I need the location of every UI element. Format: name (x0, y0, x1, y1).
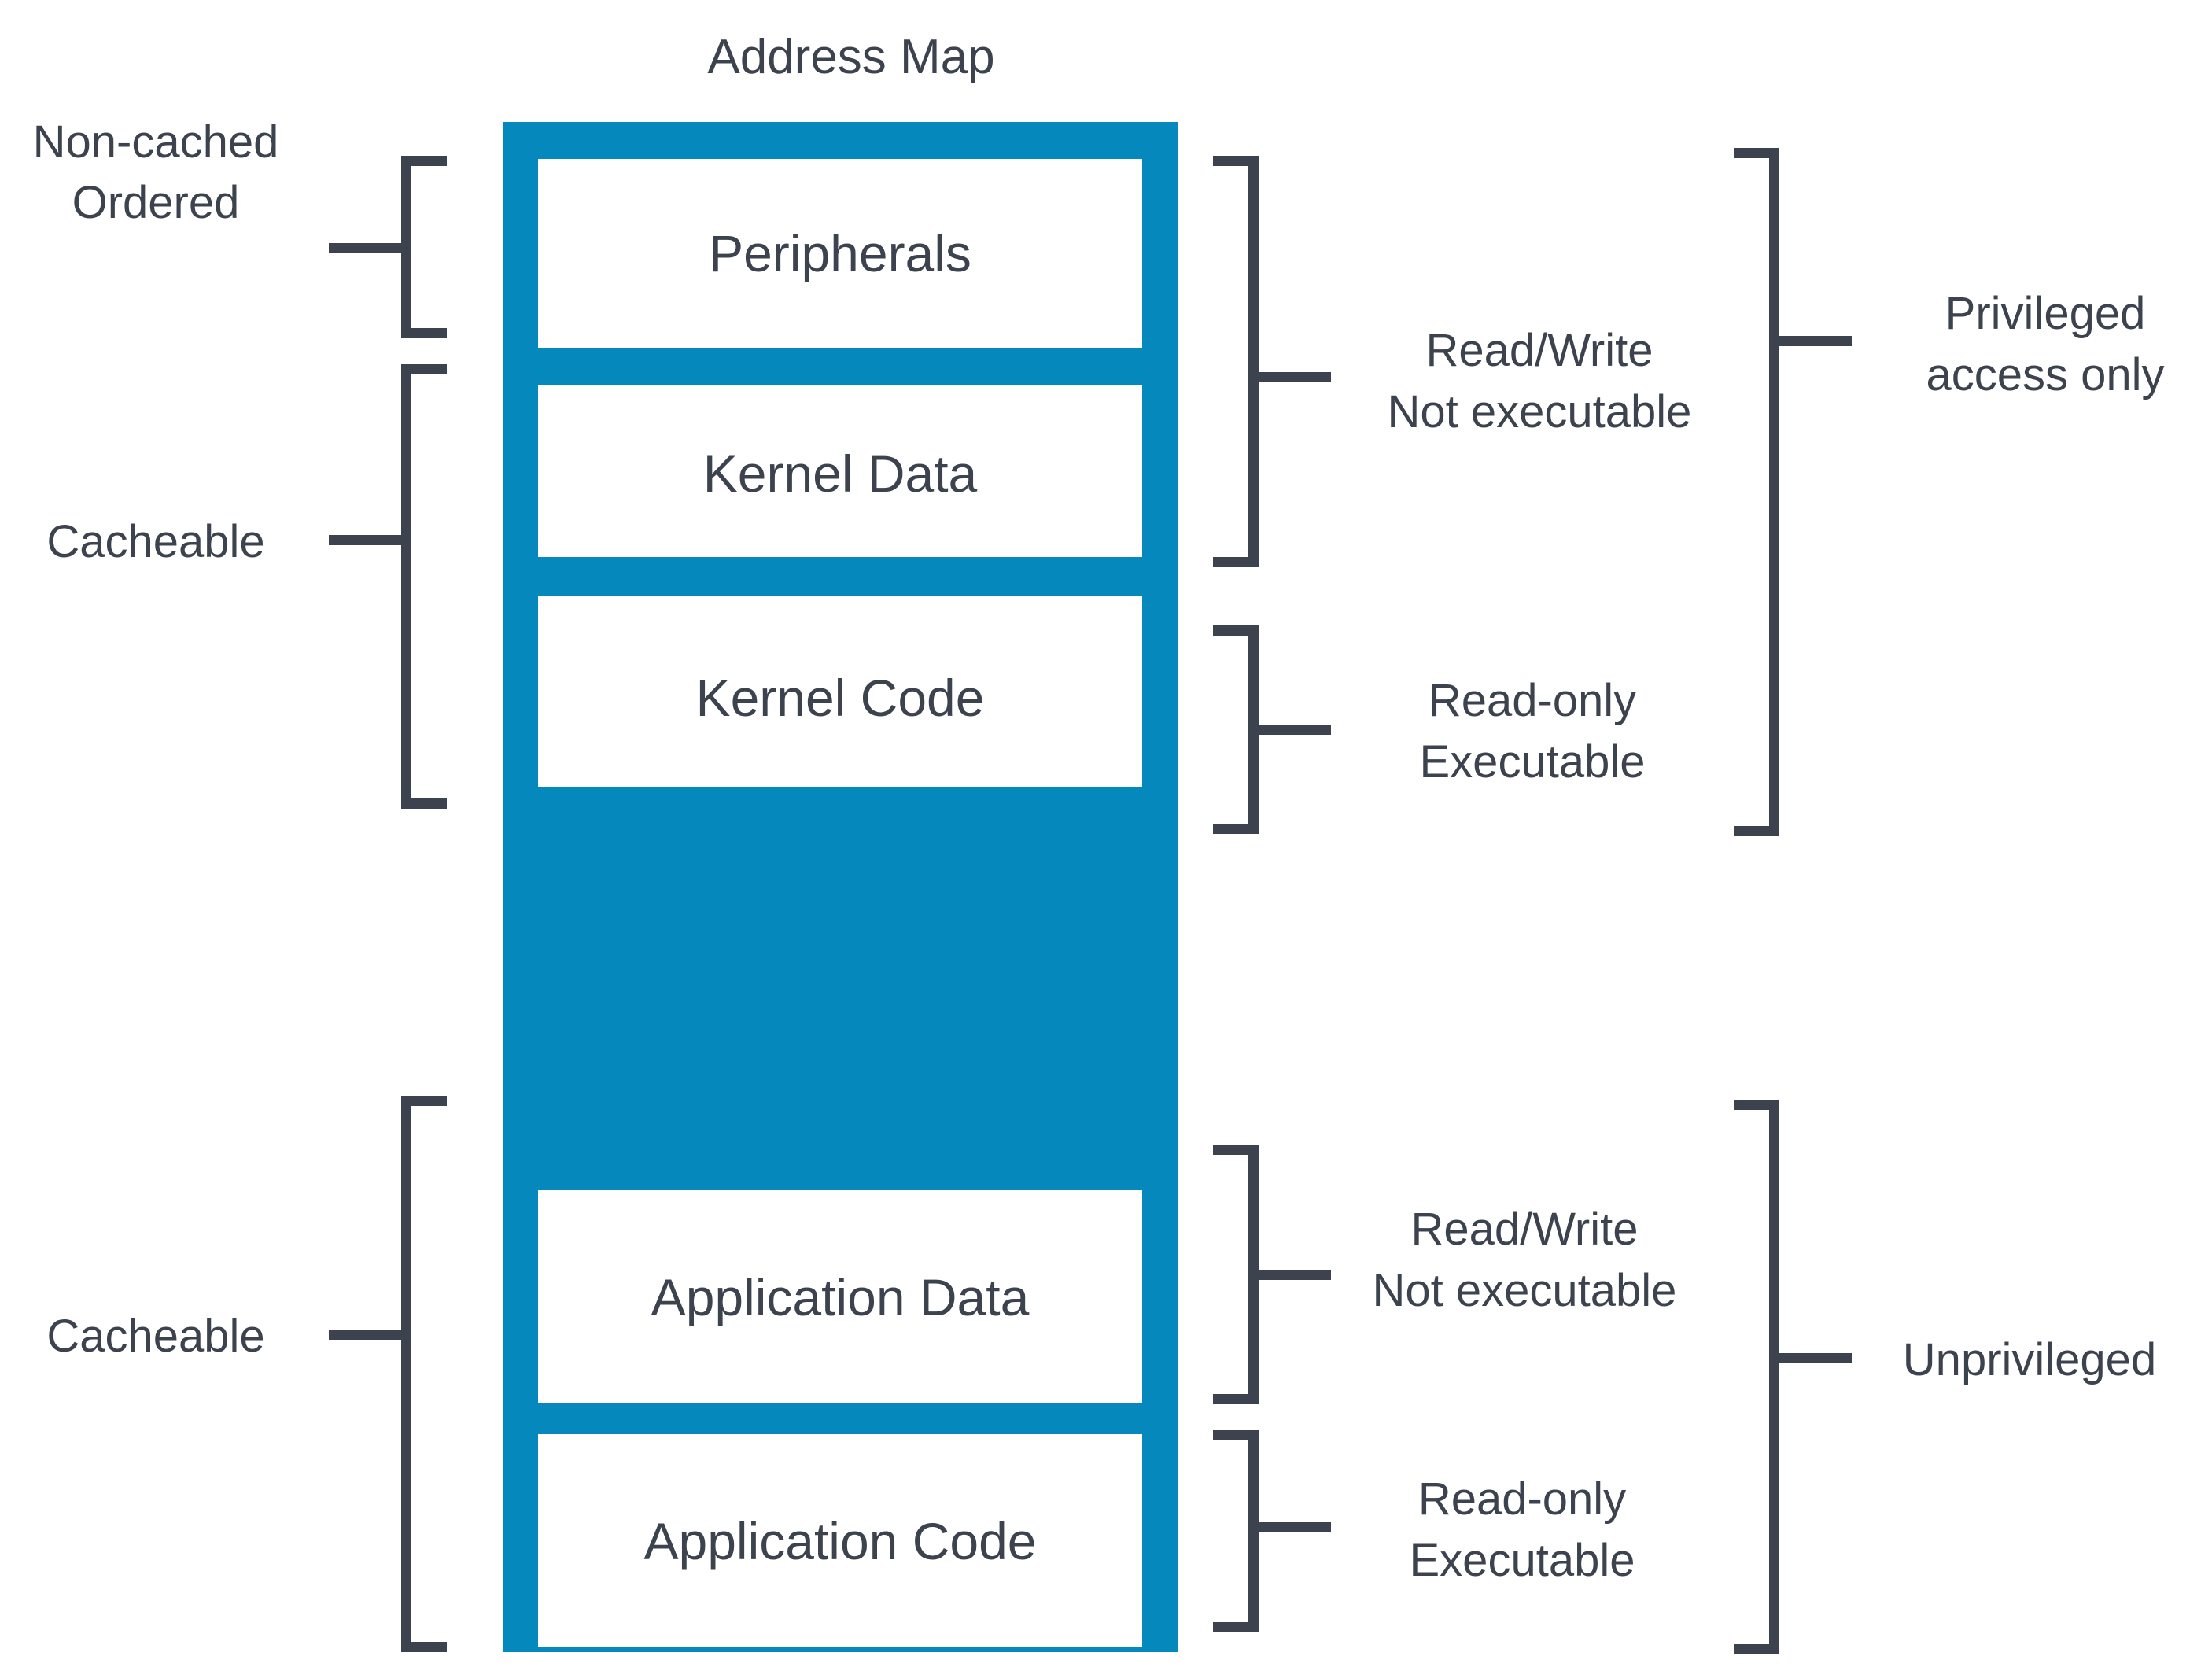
bracket-kernel-read-only (1213, 625, 1331, 834)
bracket-bottom-arm (1213, 557, 1259, 567)
bracket-bottom-arm (1213, 824, 1259, 834)
right-annotation-label-line1: Read/Write (1410, 1204, 1638, 1255)
region-block (538, 596, 1142, 787)
bracket-bottom-arm (401, 798, 447, 809)
bracket-vertical (1248, 1145, 1259, 1404)
bracket-stem (1256, 1270, 1331, 1280)
bracket-kernel-read-write (1213, 156, 1331, 567)
bracket-unprivileged (1734, 1100, 1852, 1654)
bracket-cacheable-application (329, 1096, 447, 1652)
region-block (538, 1434, 1142, 1647)
bracket-top-arm (1213, 156, 1259, 166)
right-annotation-label-line2: Executable (1410, 1535, 1635, 1586)
bracket-top-arm (1213, 1430, 1259, 1440)
bracket-vertical (401, 156, 411, 338)
region-block (538, 385, 1142, 557)
bracket-vertical (1248, 1430, 1259, 1632)
region-label: Peripherals (709, 224, 971, 282)
region-label: Kernel Code (696, 669, 985, 727)
bracket-application-read-write (1213, 1145, 1331, 1404)
page-title: Address Map (707, 30, 994, 84)
outer-annotation-label-line2: access only (1926, 349, 2164, 400)
bracket-privileged (1734, 148, 1852, 836)
bracket-stem (329, 1330, 404, 1340)
right-annotation-label-line1: Read-only (1429, 675, 1636, 726)
bracket-stem (1256, 1522, 1331, 1532)
bracket-stem (1256, 372, 1331, 382)
bracket-bottom-arm (1213, 1622, 1259, 1632)
left-annotation-label-line2: Ordered (72, 177, 240, 228)
region-label: Application Code (644, 1512, 1037, 1570)
right-annotation-label-line2: Executable (1420, 736, 1646, 787)
bracket-non-cached-ordered (329, 156, 447, 338)
bracket-bottom-arm (401, 328, 447, 338)
outer-annotation-label-line1: Unprivileged (1903, 1334, 2156, 1385)
bracket-stem (329, 535, 404, 545)
bracket-top-arm (401, 364, 447, 374)
left-annotation-label-line1: Cacheable (46, 1311, 264, 1362)
region-block (538, 159, 1142, 348)
left-annotation-label-line1: Non-cached (33, 116, 279, 168)
region-label: Application Data (651, 1268, 1030, 1326)
right-annotation-label-line2: Not executable (1373, 1265, 1677, 1316)
region-kernel-data[interactable]: Kernel Data (538, 385, 1142, 557)
bracket-vertical (1248, 625, 1259, 834)
region-application-data[interactable]: Application Data (538, 1190, 1142, 1403)
bracket-top-arm (401, 1096, 447, 1106)
region-kernel-code[interactable]: Kernel Code (538, 596, 1142, 787)
bracket-cacheable-kernel (329, 364, 447, 809)
region-application-code[interactable]: Application Code (538, 1434, 1142, 1647)
outer-annotation-label-line1: Privileged (1945, 288, 2146, 339)
bracket-bottom-arm (1213, 1394, 1259, 1404)
bracket-bottom-arm (1734, 1644, 1779, 1654)
bracket-top-arm (1734, 148, 1779, 158)
bracket-vertical (1248, 156, 1259, 567)
bracket-top-arm (1213, 1145, 1259, 1155)
bracket-stem (329, 243, 404, 253)
right-annotation-label-line2: Not executable (1388, 386, 1692, 437)
bracket-vertical (1769, 148, 1779, 836)
bracket-bottom-arm (1734, 826, 1779, 836)
bracket-top-arm (1213, 625, 1259, 636)
memory-map-column (503, 122, 1178, 1652)
bracket-top-arm (1734, 1100, 1779, 1110)
bracket-bottom-arm (401, 1642, 447, 1652)
bracket-stem (1777, 1353, 1852, 1363)
bracket-vertical (401, 1096, 411, 1652)
region-block (538, 1190, 1142, 1403)
region-peripherals[interactable]: Peripherals (538, 159, 1142, 348)
right-annotation-label-line1: Read-only (1418, 1473, 1626, 1525)
left-annotation-label-line1: Cacheable (46, 516, 264, 567)
bracket-top-arm (401, 156, 447, 166)
right-annotation-label-line1: Read/Write (1425, 325, 1653, 376)
bracket-vertical (401, 364, 411, 809)
bracket-stem (1777, 336, 1852, 346)
bracket-stem (1256, 725, 1331, 735)
bracket-vertical (1769, 1100, 1779, 1654)
region-label: Kernel Data (703, 444, 978, 503)
bracket-application-read-only (1213, 1430, 1331, 1632)
